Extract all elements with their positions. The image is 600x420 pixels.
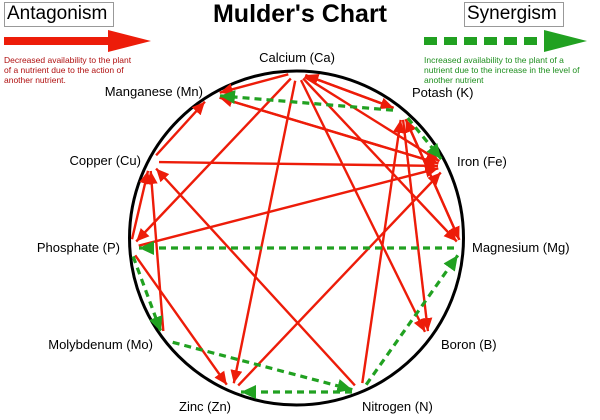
synergism-legend: Synergism Increased availability to the …	[424, 2, 596, 85]
nutrient-label-mn: Manganese (Mn)	[105, 84, 203, 99]
chart-circle	[128, 69, 465, 407]
antagonism-arrow-Mn-Fe	[219, 96, 439, 166]
nutrient-label-mo: Molybdenum (Mo)	[48, 337, 153, 352]
synergism-arrow-P-Mo	[131, 255, 163, 333]
antagonism-arrow-Cu-Mn	[155, 100, 206, 157]
antagonism-arrow-N-Cu	[155, 167, 356, 387]
antagonism-arrow-P-Zn	[134, 254, 228, 386]
nutrient-label-n: Nitrogen (N)	[362, 399, 433, 414]
antagonism-legend: Antagonism Decreased availability to the…	[4, 2, 166, 85]
nutrient-label-p: Phosphate (P)	[37, 240, 120, 255]
page-title: Mulder's Chart	[212, 0, 388, 28]
nutrient-label-mg: Magnesium (Mg)	[472, 240, 570, 255]
antagonism-arrow-Ca-Mn	[219, 73, 289, 96]
nutrient-label-zn: Zinc (Zn)	[179, 399, 231, 414]
antagonism-arrow-P-Fe	[138, 165, 439, 247]
antagonism-arrow-N-K	[361, 119, 405, 384]
antagonism-arrow-K-Ca	[304, 73, 395, 110]
nutrient-label-k: Potash (K)	[412, 85, 473, 100]
antagonism-arrow-Ca-B	[299, 79, 427, 333]
synergism-arrow-Mo-N	[172, 340, 353, 393]
antagonism-arrow-icon	[4, 30, 151, 52]
synergism-arrow-K-Fe	[406, 116, 443, 161]
antagonism-arrow-Ca-Zn	[230, 80, 297, 384]
antagonism-arrow-Zn-Fe	[237, 171, 442, 387]
synergism-arrow-K-Mn	[219, 90, 394, 112]
synergism-legend-label: Synergism	[464, 2, 564, 27]
nutrient-label-ca: Calcium (Ca)	[259, 50, 335, 65]
antagonism-arrow-Cu-Fe	[158, 159, 439, 172]
nutrient-label-fe: Iron (Fe)	[457, 154, 507, 169]
nutrient-label-b: Boron (B)	[441, 337, 497, 352]
synergism-arrow-icon	[424, 30, 587, 52]
antagonism-arrow-Ca-P	[135, 77, 292, 243]
nutrient-label-cu: Copper (Cu)	[69, 153, 141, 168]
antagonism-legend-label: Antagonism	[4, 2, 115, 27]
synergism-arrow-N-Mg	[364, 254, 460, 386]
synergism-legend-description: Increased availability to the plant of a…	[424, 55, 580, 86]
antagonism-arrow-Mo-Cu	[145, 170, 165, 332]
antagonism-arrow-P-Cu	[130, 170, 151, 240]
antagonism-legend-description: Decreased availability to the plant of a…	[4, 55, 132, 86]
